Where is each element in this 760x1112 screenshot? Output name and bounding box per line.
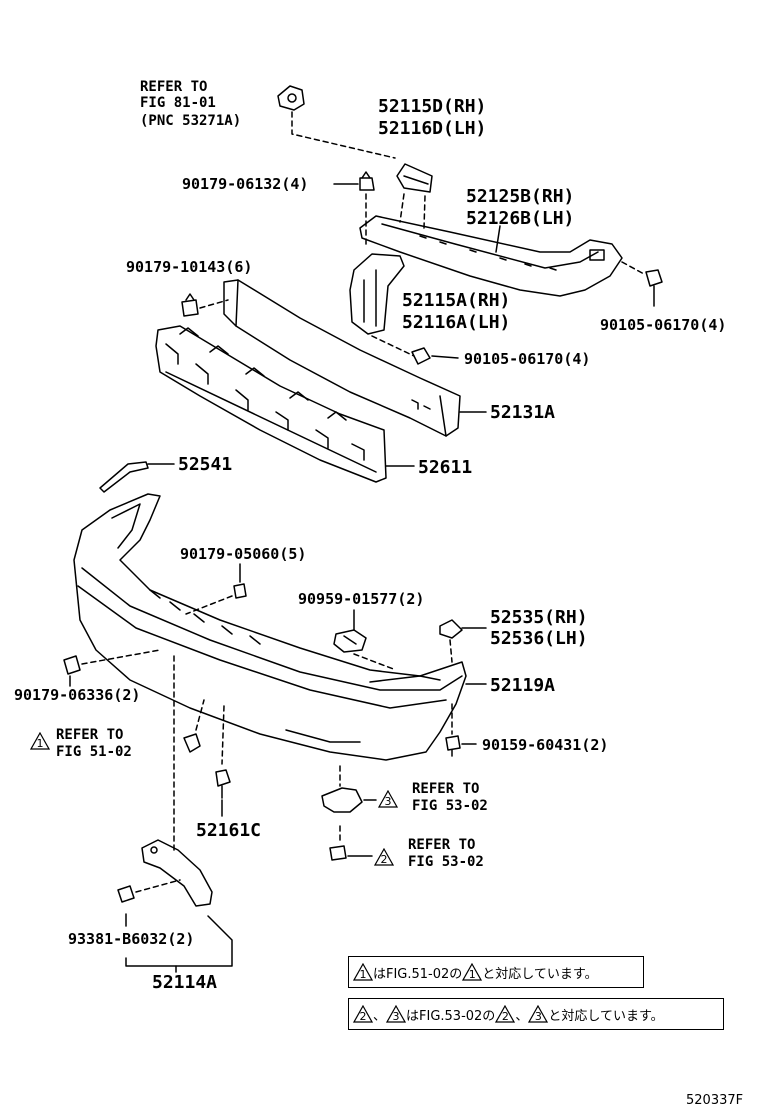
note2-triangle-3b: 3 bbox=[528, 1005, 549, 1023]
label-52115d: 52115D(RH) bbox=[378, 96, 487, 117]
absorber-52611 bbox=[155, 325, 387, 483]
reinforcement-52125b bbox=[359, 215, 623, 297]
strip-52541 bbox=[99, 461, 149, 493]
clip-52535 bbox=[439, 619, 463, 639]
note-box-1: 1 はFIG.51-02の 1 と対応しています。 bbox=[348, 956, 644, 988]
label-90179-05060: 90179-05060(5) bbox=[180, 545, 307, 563]
clip-53271a bbox=[277, 85, 305, 111]
note2-triangle-2a: 2 bbox=[353, 1005, 373, 1023]
bolt-ref1 bbox=[183, 733, 201, 753]
nut-90959-01577 bbox=[333, 629, 367, 653]
note1-triangle-a: 1 bbox=[353, 963, 373, 981]
bracket-line-52114a bbox=[125, 913, 233, 967]
ref1-line1: REFER TO bbox=[56, 727, 124, 743]
label-90959-01577: 90959-01577(2) bbox=[298, 590, 425, 608]
note-box-2: 2 、 3 はFIG.53-02の 2 、 3 と対応しています。 bbox=[348, 998, 724, 1030]
impact-beam-52131a bbox=[223, 279, 461, 437]
nut-90179-10143 bbox=[181, 293, 199, 317]
label-52116a: 52116A(LH) bbox=[402, 312, 511, 333]
bracket-52115a bbox=[349, 253, 405, 335]
ref2-line1: REFER TO bbox=[408, 837, 476, 853]
pin-52161c bbox=[215, 769, 231, 799]
note2-sep-b: 、 bbox=[515, 1008, 529, 1024]
bolt-93381-b6032 bbox=[117, 885, 135, 903]
ref3-line2: FIG 53-02 bbox=[412, 798, 488, 814]
label-52536: 52536(LH) bbox=[490, 628, 588, 649]
bumper-cover-52119a bbox=[73, 493, 467, 761]
note1-text-b: と対応しています。 bbox=[482, 966, 598, 982]
label-52611: 52611 bbox=[418, 457, 473, 478]
bolt-ref2 bbox=[329, 845, 347, 861]
label-90159-60431: 90159-60431(2) bbox=[482, 736, 609, 754]
bracket-ref3 bbox=[321, 787, 363, 813]
label-90179-06336: 90179-06336(2) bbox=[14, 686, 141, 704]
bolt-90105-06170-right bbox=[645, 269, 663, 307]
label-90179-06132: 90179-06132(4) bbox=[182, 175, 309, 193]
ref-triangle-2: 2 bbox=[374, 848, 394, 866]
diagram-id: 520337F bbox=[686, 1093, 744, 1108]
bolt-90159-60431 bbox=[445, 735, 461, 757]
note2-triangle-2b: 2 bbox=[495, 1005, 516, 1023]
refer-top-line2: FIG 81-01 bbox=[140, 95, 216, 111]
label-52125b: 52125B(RH) bbox=[466, 186, 575, 207]
refer-top-line3: (PNC 53271A) bbox=[140, 113, 242, 129]
label-90105-06170-middle: 90105-06170(4) bbox=[464, 350, 591, 368]
bolt-90105-06170-middle bbox=[411, 347, 431, 365]
note2-text-b: と対応しています。 bbox=[548, 1008, 664, 1024]
clip-90179-05060 bbox=[233, 583, 247, 599]
ref2-line2: FIG 53-02 bbox=[408, 854, 484, 870]
label-52119a: 52119A bbox=[490, 675, 556, 696]
nut-90179-06132 bbox=[359, 171, 375, 191]
bracket-52115d bbox=[396, 163, 433, 193]
label-90105-06170-right: 90105-06170(4) bbox=[600, 316, 727, 334]
ref3-line1: REFER TO bbox=[412, 781, 480, 797]
label-52535: 52535(RH) bbox=[490, 607, 588, 628]
label-52114a: 52114A bbox=[152, 972, 218, 993]
bracket-52114a bbox=[141, 839, 213, 907]
leader-clip-dashed bbox=[291, 111, 396, 159]
note2-triangle-3a: 3 bbox=[386, 1005, 407, 1023]
label-90179-10143: 90179-10143(6) bbox=[126, 258, 253, 276]
note2-sep-a: 、 bbox=[373, 1008, 387, 1024]
note1-text-a: はFIG.51-02の bbox=[373, 966, 463, 982]
ref1-line2: FIG 51-02 bbox=[56, 744, 132, 760]
ref-triangle-3: 3 bbox=[378, 790, 398, 808]
refer-top-line1: REFER TO bbox=[140, 79, 208, 95]
note2-text-a: はFIG.53-02の bbox=[406, 1008, 496, 1024]
label-52541: 52541 bbox=[178, 454, 233, 475]
label-52116d: 52116D(LH) bbox=[378, 118, 487, 139]
label-52131a: 52131A bbox=[490, 402, 556, 423]
label-52115a: 52115A(RH) bbox=[402, 290, 511, 311]
note1-triangle-b: 1 bbox=[462, 963, 483, 981]
clip-90179-06336 bbox=[63, 655, 81, 675]
label-93381-b6032: 93381-B6032(2) bbox=[68, 930, 195, 948]
label-52126b: 52126B(LH) bbox=[466, 208, 575, 229]
label-52161c: 52161C bbox=[196, 820, 262, 841]
ref-triangle-1: 1 bbox=[30, 732, 50, 750]
